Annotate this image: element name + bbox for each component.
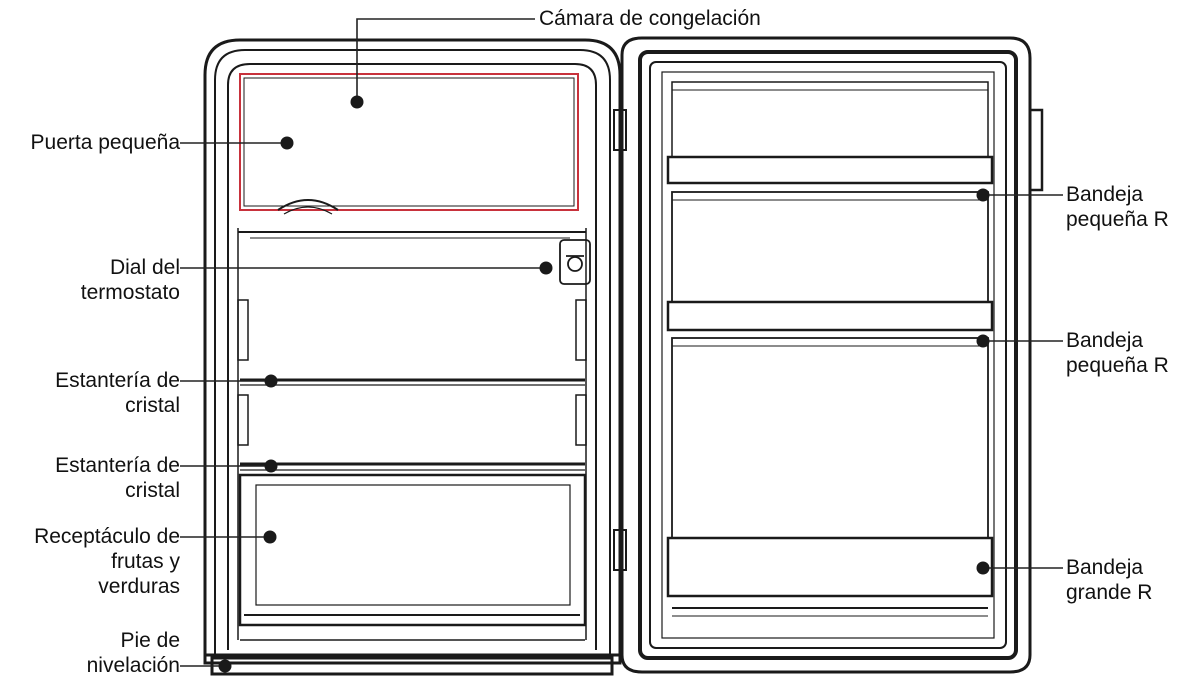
door-tray-large-shape <box>666 536 994 617</box>
label-glass-shelf-1: Estantería de cristal <box>55 368 180 418</box>
label-freezer-compartment-text: Cámara de congelación <box>539 7 761 30</box>
label-tray-small-1-line2: pequeña R <box>1066 208 1169 231</box>
leader-lines <box>180 18 1063 667</box>
door-tray-small-1-shape <box>666 155 994 303</box>
label-leveling-foot-line1: Pie de <box>120 629 180 652</box>
label-tray-small-1: Bandeja pequeña R <box>1066 182 1169 232</box>
label-small-door-text: Puerta pequeña <box>30 131 180 154</box>
label-crisper-line1: Receptáculo de <box>34 525 180 548</box>
label-crisper-line2: frutas y <box>111 550 180 573</box>
label-crisper: Receptáculo de frutas y verduras <box>34 524 180 599</box>
label-tray-large-line1: Bandeja <box>1066 556 1144 579</box>
label-tray-large-line2: grande R <box>1066 581 1153 604</box>
fridge-door <box>613 36 1044 674</box>
label-small-door: Puerta pequeña <box>31 130 180 155</box>
label-glass-shelf-1-line1: Estantería de <box>55 369 180 392</box>
label-glass-shelf-2-line2: cristal <box>125 479 180 502</box>
label-thermostat-dial-line1: Dial del <box>109 256 180 279</box>
label-glass-shelf-1-line2: cristal <box>125 394 180 417</box>
label-leveling-foot-line2: nivelación <box>86 654 180 677</box>
door-tray-small-2-shape <box>666 300 994 539</box>
label-tray-small-1-line1: Bandeja <box>1066 183 1144 206</box>
label-crisper-line3: verduras <box>98 575 180 598</box>
label-glass-shelf-2-line1: Estantería de <box>55 454 180 477</box>
label-freezer-compartment: Cámara de congelación <box>539 6 761 31</box>
freezer-compartment-shape <box>239 73 579 215</box>
glass-shelves <box>240 378 585 471</box>
label-tray-small-2: Bandeja pequeña R <box>1066 328 1169 378</box>
label-leveling-foot: Pie de nivelación <box>87 628 180 678</box>
label-tray-small-2-line2: pequeña R <box>1066 354 1169 377</box>
leader-dots <box>218 95 990 673</box>
label-glass-shelf-2: Estantería de cristal <box>55 453 180 503</box>
label-thermostat-dial-line2: termostato <box>80 281 180 304</box>
label-tray-large: Bandeja grande R <box>1066 555 1152 605</box>
crisper-drawer-shape <box>238 473 587 641</box>
label-tray-small-2-line1: Bandeja <box>1066 329 1144 352</box>
fridge-cabinet <box>203 38 622 676</box>
thermostat-dial-shape <box>559 239 591 285</box>
label-thermostat-dial: Dial del termostato <box>81 255 180 305</box>
